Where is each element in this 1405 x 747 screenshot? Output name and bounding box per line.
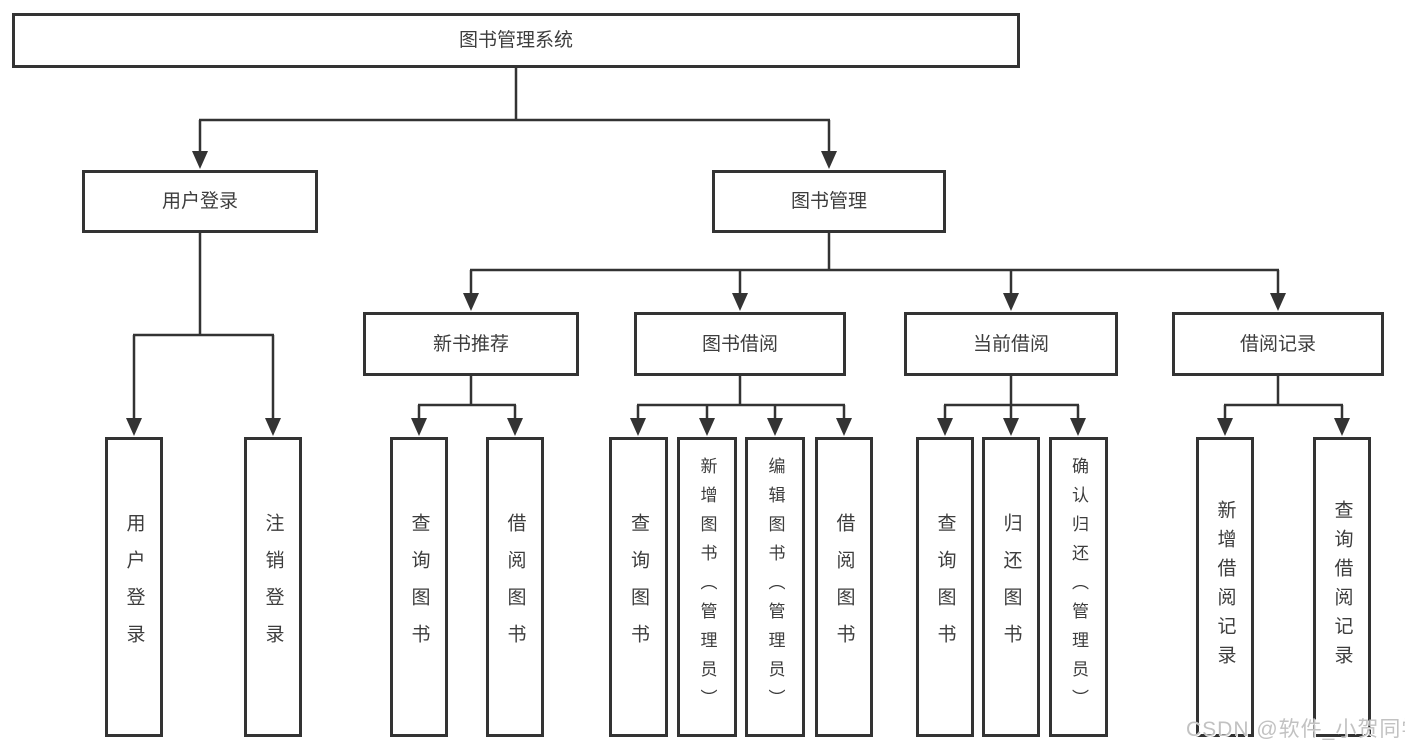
leaf-current-confirm-return: 确认归还（管理员） bbox=[1049, 437, 1108, 737]
node-new-book-recommend-label: 新书推荐 bbox=[432, 333, 509, 355]
leaf-user-login: 用户登录 bbox=[105, 437, 163, 737]
leaf-recommend-query-book-label: 查询图书 bbox=[408, 513, 430, 661]
edges-current-borrow-children bbox=[937, 376, 1086, 436]
leaf-record-add-label: 新增借阅记录 bbox=[1214, 500, 1236, 674]
leaf-current-query-book: 查询图书 bbox=[916, 437, 974, 737]
leaf-borrow-add-book-label: 新增图书（管理员） bbox=[697, 456, 717, 718]
node-current-borrow: 当前借阅 bbox=[904, 312, 1118, 376]
edges-book-borrow-children bbox=[630, 376, 852, 436]
leaf-recommend-borrow-book: 借阅图书 bbox=[486, 437, 544, 737]
leaf-current-query-book-label: 查询图书 bbox=[934, 513, 956, 661]
leaf-recommend-borrow-book-label: 借阅图书 bbox=[504, 513, 526, 661]
leaf-borrow-edit-book-label: 编辑图书（管理员） bbox=[765, 456, 785, 718]
leaf-borrow-add-book: 新增图书（管理员） bbox=[677, 437, 737, 737]
edges-book-mgmt-children bbox=[463, 233, 1286, 311]
node-book-borrow: 图书借阅 bbox=[634, 312, 846, 376]
leaf-borrow-borrow-book-label: 借阅图书 bbox=[833, 513, 855, 661]
node-borrow-records-label: 借阅记录 bbox=[1239, 333, 1316, 355]
edges-borrow-records-children bbox=[1217, 376, 1350, 436]
node-user-login-label: 用户登录 bbox=[161, 191, 238, 212]
csdn-watermark: CSDN @软件_小贺同学 bbox=[1186, 718, 1405, 741]
edges-new-book-children bbox=[411, 376, 523, 436]
node-current-borrow-label: 当前借阅 bbox=[972, 333, 1049, 355]
leaf-logout: 注销登录 bbox=[244, 437, 302, 737]
node-book-management-label: 图书管理 bbox=[790, 191, 867, 212]
node-user-login: 用户登录 bbox=[82, 170, 318, 233]
leaf-borrow-query-book: 查询图书 bbox=[609, 437, 668, 737]
node-new-book-recommend: 新书推荐 bbox=[363, 312, 579, 376]
leaf-record-add: 新增借阅记录 bbox=[1196, 437, 1254, 737]
node-root-label: 图书管理系统 bbox=[458, 30, 573, 51]
leaf-current-return-book-label: 归还图书 bbox=[1000, 513, 1022, 661]
leaf-borrow-query-book-label: 查询图书 bbox=[628, 513, 649, 661]
edges-user-login-children bbox=[126, 233, 281, 436]
leaf-borrow-edit-book: 编辑图书（管理员） bbox=[745, 437, 805, 737]
node-book-borrow-label: 图书借阅 bbox=[701, 333, 778, 355]
edges-root-to-level2 bbox=[192, 68, 837, 169]
leaf-logout-label: 注销登录 bbox=[262, 513, 284, 661]
leaf-current-confirm-return-label: 确认归还（管理员） bbox=[1069, 456, 1088, 718]
leaf-record-query: 查询借阅记录 bbox=[1313, 437, 1371, 737]
node-borrow-records: 借阅记录 bbox=[1172, 312, 1384, 376]
node-root: 图书管理系统 bbox=[12, 13, 1020, 68]
leaf-record-query-label: 查询借阅记录 bbox=[1331, 500, 1353, 674]
leaf-borrow-borrow-book: 借阅图书 bbox=[815, 437, 873, 737]
node-book-management: 图书管理 bbox=[712, 170, 946, 233]
leaf-current-return-book: 归还图书 bbox=[982, 437, 1040, 737]
leaf-recommend-query-book: 查询图书 bbox=[390, 437, 448, 737]
leaf-user-login-label: 用户登录 bbox=[123, 513, 145, 661]
